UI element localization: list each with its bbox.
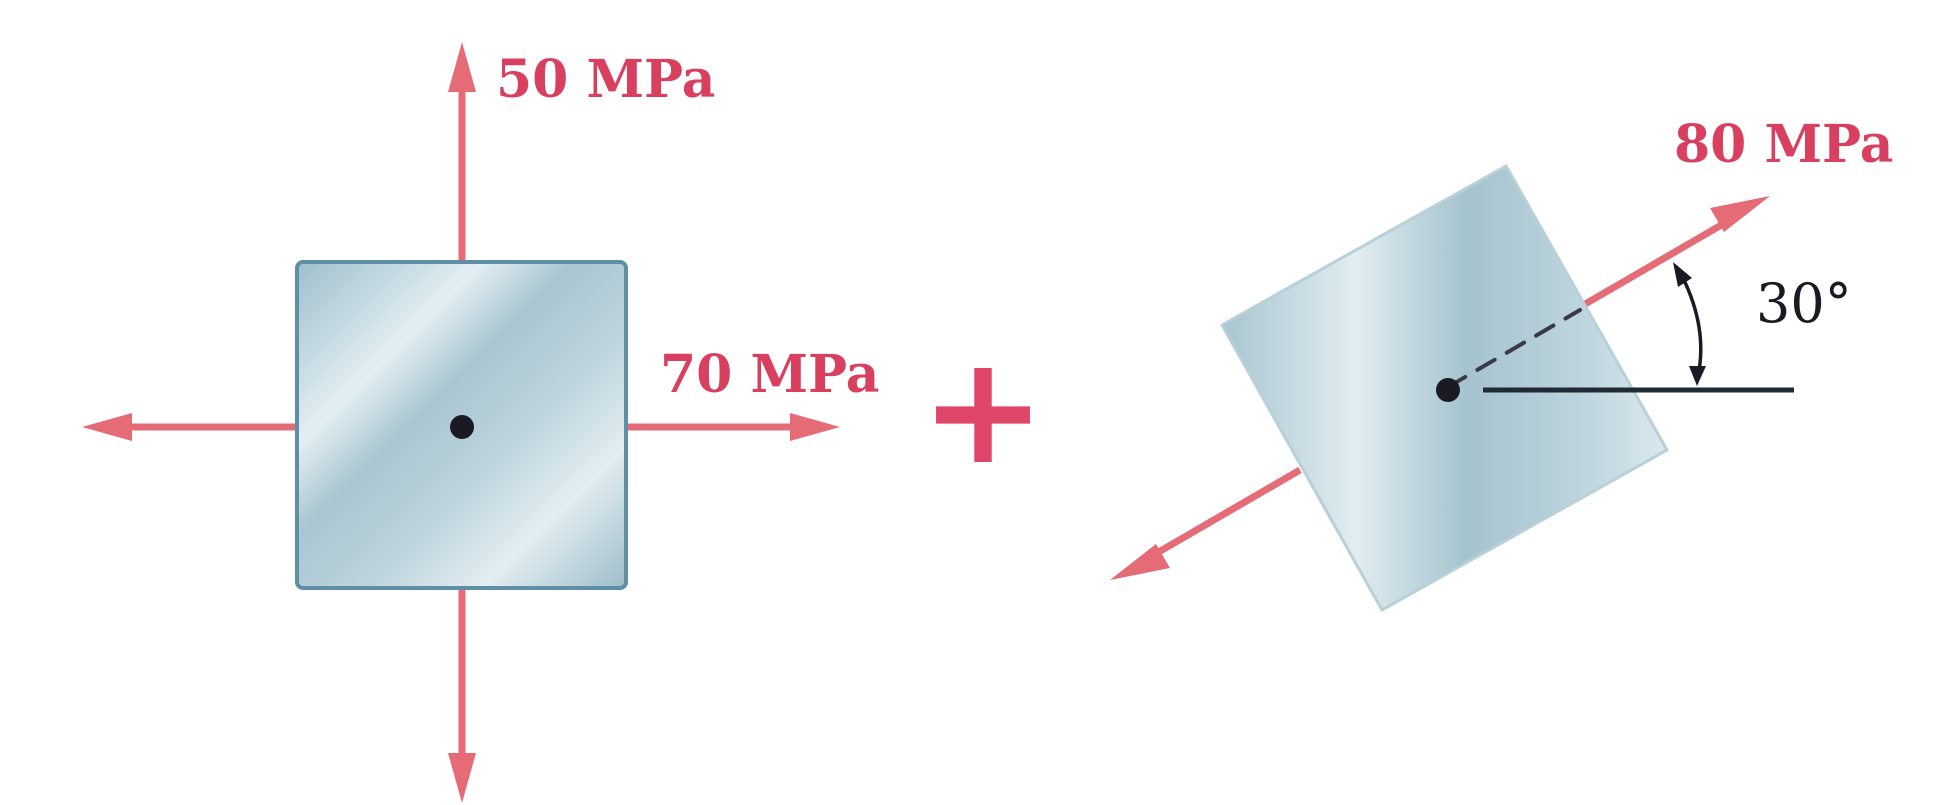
arrow-down-head xyxy=(448,753,476,803)
element-1: 50 MPa 70 MPa xyxy=(82,42,879,803)
angle-arc-arrowhead-bottom xyxy=(1689,366,1706,386)
rotated-stress-label: 80 MPa xyxy=(1674,114,1893,175)
horizontal-stress-label: 70 MPa xyxy=(660,344,879,405)
center-point xyxy=(1436,378,1460,402)
rotated-axis-dashed xyxy=(1446,308,1582,389)
arrow-up-head xyxy=(448,42,476,92)
element-2: 80 MPa 30° xyxy=(1110,114,1893,612)
plus-operator: + xyxy=(920,324,1046,498)
angle-arc-arrowhead-top xyxy=(1673,262,1692,287)
arrow-left-head xyxy=(82,413,132,441)
vertical-stress-label: 50 MPa xyxy=(496,49,715,110)
arrow-lower-left-shaft xyxy=(1148,466,1302,561)
angle-label: 30° xyxy=(1756,272,1852,335)
angle-arc xyxy=(1680,275,1703,377)
arrow-upper-right-head xyxy=(1710,196,1770,232)
center-point xyxy=(450,415,474,439)
arrow-lower-left-head xyxy=(1110,544,1170,580)
arrow-right-head xyxy=(790,413,840,441)
arrow-upper-right-shaft xyxy=(1578,216,1732,311)
